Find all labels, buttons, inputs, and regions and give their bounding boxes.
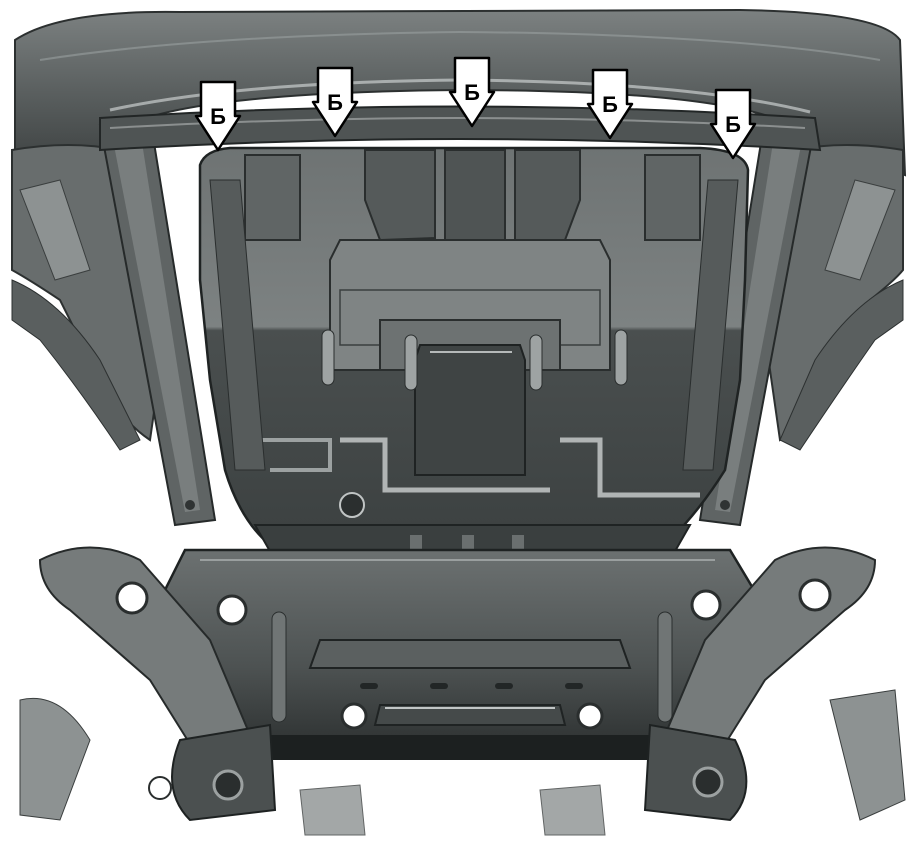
marker-label: Б bbox=[464, 80, 480, 105]
plate-top-ribs bbox=[244, 149, 701, 242]
marker-label: Б bbox=[602, 92, 618, 117]
marker-label: Б bbox=[327, 90, 343, 115]
drain-plug-hole bbox=[339, 492, 365, 518]
plate-left-channel bbox=[340, 437, 550, 493]
plate-center-recess bbox=[414, 344, 526, 476]
marker-label: Б bbox=[725, 112, 741, 137]
mounting-point-arrow-marker: Б bbox=[311, 66, 359, 138]
down-arrow-icon bbox=[709, 88, 757, 160]
mounting-point-arrow-marker: Б bbox=[586, 68, 634, 140]
mounting-point-arrow-marker: Б bbox=[194, 80, 242, 152]
mounting-point-markers: Б Б Б Б Б bbox=[194, 56, 757, 160]
down-arrow-icon bbox=[194, 80, 242, 152]
mount-hole bbox=[216, 594, 248, 626]
down-arrow-icon bbox=[448, 56, 496, 128]
bolt-hole bbox=[720, 500, 730, 510]
down-arrow-icon bbox=[586, 68, 634, 140]
mounting-point-arrow-marker: Б bbox=[448, 56, 496, 128]
mount-hole bbox=[576, 702, 604, 730]
mount-hole bbox=[340, 702, 368, 730]
lower-fragments bbox=[19, 689, 906, 836]
left-lower-control-arm bbox=[38, 546, 277, 822]
marker-label: Б bbox=[210, 104, 226, 129]
engine-skid-plate bbox=[198, 146, 750, 561]
mount-hole bbox=[690, 589, 722, 621]
down-arrow-icon bbox=[311, 66, 359, 138]
mounting-point-arrow-marker: Б bbox=[709, 88, 757, 160]
front-subframe bbox=[158, 548, 762, 760]
bolt-hole bbox=[185, 500, 195, 510]
right-lower-control-arm bbox=[643, 546, 877, 822]
